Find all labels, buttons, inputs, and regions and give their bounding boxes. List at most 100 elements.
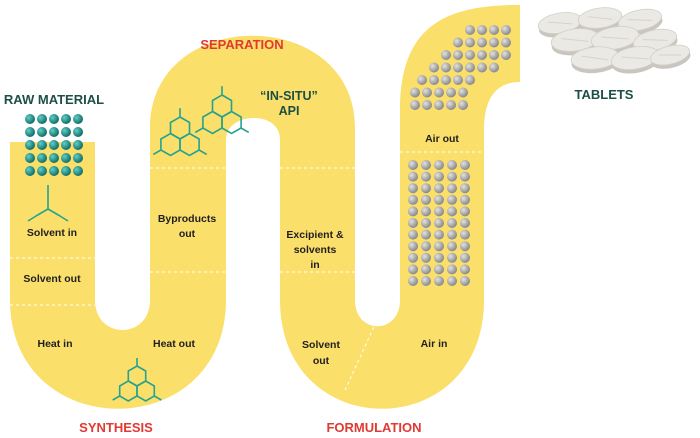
particle-icon [453,62,463,73]
particle-icon [421,194,431,205]
formulated-granule-particles [408,160,470,286]
particle-icon [434,171,444,182]
molecule-icon [112,358,162,402]
air-in-label: Air in [421,338,448,350]
particle-icon [422,100,432,110]
particle-icon [460,194,470,205]
particle-icon [25,127,35,137]
particle-icon [458,87,468,98]
particle-icon [489,50,499,60]
synthesis-label: SYNTHESIS [79,420,153,435]
particle-icon [447,218,457,228]
particle-icon [465,37,475,48]
particle-icon [489,37,499,48]
particle-icon [49,140,59,150]
particle-icon [49,114,59,124]
particle-icon [460,171,470,182]
molecule-icon [152,86,250,157]
particle-icon [434,276,444,286]
particle-icon [434,183,444,194]
particle-icon [441,75,451,85]
particle-icon [408,206,418,217]
particle-icon [410,87,420,98]
particle-icon [25,140,35,150]
particle-icon [429,62,439,73]
particle-icon [73,127,83,137]
molecule-icon [27,185,69,222]
stage-dividers [10,151,484,391]
formulation-label: FORMULATION [326,420,421,435]
particle-icon [429,75,439,85]
particle-icon [453,37,463,48]
particle-icon [441,50,451,60]
particle-icon [501,50,511,60]
raw-material-label: RAW MATERIAL [4,92,104,107]
particle-icon [434,241,444,252]
particle-icon [49,166,59,176]
particle-icon [421,183,431,194]
particle-icon [453,50,463,60]
particle-icon [447,264,457,275]
tablet-icon [537,7,691,74]
api-label: API [279,104,300,118]
particle-icon [37,127,47,137]
particle-icon [408,160,418,170]
particle-icon [73,114,83,124]
particle-icon [460,183,470,194]
particle-icon [447,160,457,170]
particle-icon [421,252,431,263]
in-label: in [310,259,319,271]
particle-icon [447,241,457,252]
particle-icon [434,87,444,98]
particle-icon [421,229,431,240]
particle-icon [408,276,418,286]
particle-icon [25,166,35,176]
particle-icon [408,218,418,228]
particle-icon [434,206,444,217]
particle-icon [453,75,463,85]
particle-icon [501,37,511,48]
particle-icon [460,229,470,240]
particle-icon [477,25,487,35]
particle-icon [447,171,457,182]
particle-icon [410,100,420,110]
particle-icon [408,194,418,205]
particle-icon [421,218,431,228]
particle-icon [434,264,444,275]
particle-icon [421,160,431,170]
raw-material-particles [25,114,83,176]
solvent-in-label: Solvent in [27,227,77,239]
particle-icon [489,25,499,35]
particle-icon [421,264,431,275]
particle-icon [37,140,47,150]
separation-label: SEPARATION [200,37,283,52]
particle-icon [49,153,59,163]
particle-icon [422,87,432,98]
particle-icon [460,218,470,228]
particle-icon [501,25,511,35]
particle-icon [477,62,487,73]
particle-icon [460,276,470,286]
particle-icon [408,229,418,240]
particle-icon [61,166,71,176]
particle-icon [37,114,47,124]
particle-icon [421,241,431,252]
particle-icon [460,264,470,275]
solvents-label: solvents [294,244,337,256]
particle-icon [446,100,456,110]
particle-icon [465,75,475,85]
particle-icon [460,241,470,252]
particle-icon [434,100,444,110]
particle-icon [434,218,444,228]
particle-icon [477,37,487,48]
particle-icon [37,153,47,163]
particle-icon [447,206,457,217]
particle-icon [25,114,35,124]
particle-icon [460,160,470,170]
particle-icon [477,50,487,60]
solvent-out-2-label: out [313,355,330,367]
particle-icon [447,252,457,263]
particle-icon [460,206,470,217]
particle-icon [434,160,444,170]
